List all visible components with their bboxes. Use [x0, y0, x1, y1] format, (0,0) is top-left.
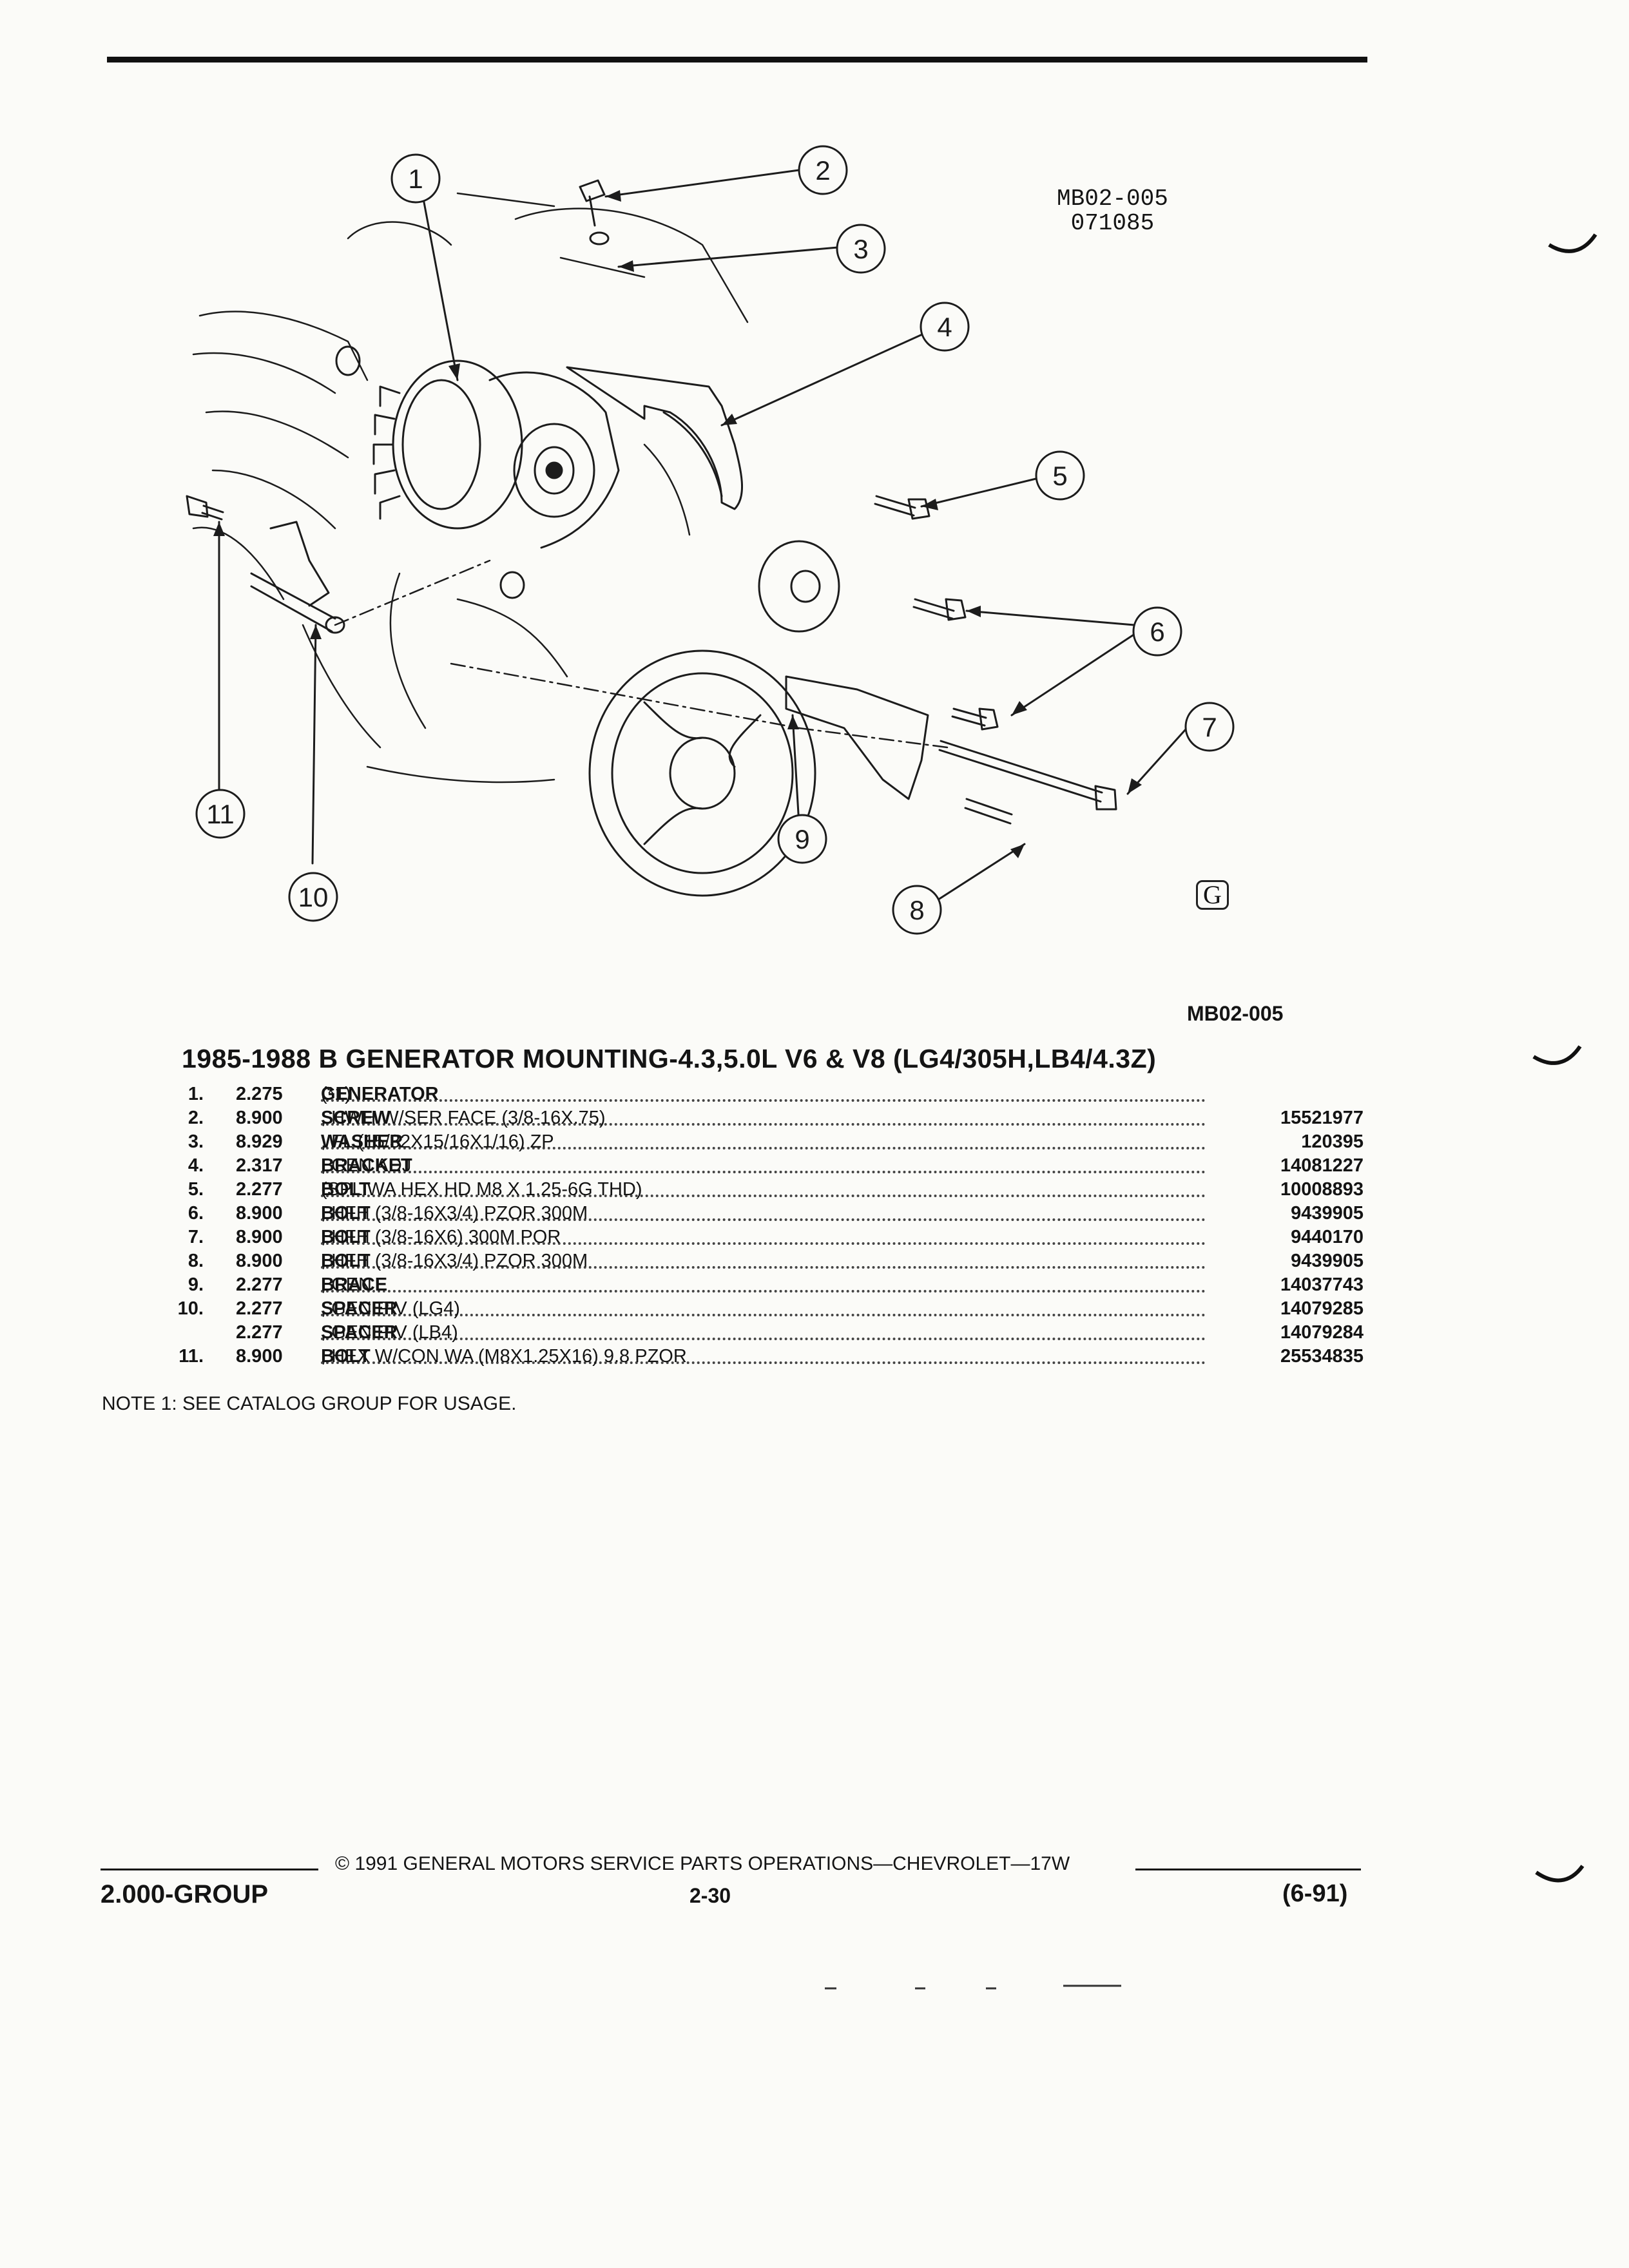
check-mark-icon — [1548, 233, 1597, 253]
leader-lines — [218, 169, 1187, 903]
crank-pulley-drawing — [588, 649, 816, 897]
parts-row: 8.8.900 BOLT , HFH (3/8-16X3/4) PZOR 300… — [188, 1251, 1364, 1272]
callout-4: 4 — [937, 312, 952, 342]
footer-group: 2.000-GROUP — [101, 1880, 269, 1908]
gm-logo-icon: G — [1196, 880, 1229, 910]
callout-6: 6 — [1150, 617, 1164, 647]
exploded-parts-diagram: 1 2 3 4 5 6 7 8 9 10 11 — [186, 145, 1235, 935]
callout-10: 10 — [298, 882, 329, 912]
callout-5: 5 — [1052, 461, 1067, 491]
idler-pulley-drawing — [758, 540, 840, 633]
parts-row: 5.2.277 BOLT (SPL WA HEX HD M8 X 1.25-6G… — [188, 1179, 1364, 1200]
parts-row: 9.2.277 BRACE , GEN 14037743 — [188, 1274, 1364, 1296]
parts-row: 2.8.900 SCREW , HWH W/SER FACE (3/8-16X.… — [188, 1108, 1364, 1129]
callout-2: 2 — [815, 155, 830, 186]
parts-row: 4.2.317 BRACKET , GEN ADJ 14081227 — [188, 1155, 1364, 1177]
check-mark-icon — [1532, 1045, 1582, 1065]
page-number: 2-30 — [689, 1884, 731, 1907]
scan-marks — [825, 1984, 1121, 1990]
parts-row: 3.8.929 WASHER , FL (15/32X15/16X1/16) Z… — [188, 1131, 1364, 1153]
generator-drawing — [335, 345, 620, 599]
parts-row: 2.277 SPACER , GEN PIV (LB4) 14079284 — [236, 1322, 1364, 1343]
revision-date: (6-91) — [1282, 1880, 1348, 1907]
callout-1: 1 — [408, 164, 423, 194]
reference-code: MB02-005 — [1187, 1002, 1284, 1025]
callout-3: 3 — [853, 234, 868, 264]
top-rule — [107, 57, 1367, 62]
usage-note: NOTE 1: SEE CATALOG GROUP FOR USAGE. — [102, 1393, 517, 1414]
parts-row: 11.8.900 BOLT , HEX W/CON WA (M8X1.25X16… — [178, 1346, 1364, 1367]
parts-row: 6.8.900 BOLT , HFH (3/8-16X3/4) PZOR 300… — [188, 1203, 1364, 1224]
footer-copyright-line: © 1991 GENERAL MOTORS SERVICE PARTS OPER… — [101, 1853, 1361, 1885]
callout-11: 11 — [206, 799, 235, 829]
engine-block — [192, 192, 749, 783]
callout-7: 7 — [1202, 712, 1217, 742]
callout-9: 9 — [795, 824, 809, 854]
parts-row: 10.2.277 SPACER , GEN PIV (LG4) 14079285 — [177, 1298, 1364, 1320]
figure-code: MB02-005 071085 — [1057, 186, 1168, 236]
parts-row: 1.2.275 GENERATOR (*1) — [152, 1084, 1364, 1108]
copyright-text: © 1991 GENERAL MOTORS SERVICE PARTS OPER… — [335, 1853, 1070, 1874]
parts-list: 1.2.275 GENERATOR (*1) 2.8.900 SCREW , H… — [152, 1084, 1364, 1370]
spacer-drawing — [250, 572, 336, 633]
callout-circles — [195, 145, 1235, 935]
bolt-drawings — [186, 179, 1117, 825]
bracket-drawing — [566, 366, 743, 510]
callout-8: 8 — [909, 895, 924, 925]
parts-row: 7.8.900 BOLT , HFH (3/8-16X6) 300M POR 9… — [188, 1227, 1364, 1248]
page-title: 1985-1988 B GENERATOR MOUNTING-4.3,5.0L … — [182, 1044, 1157, 1073]
brace-drawing — [785, 675, 929, 800]
check-mark-icon — [1535, 1865, 1585, 1883]
